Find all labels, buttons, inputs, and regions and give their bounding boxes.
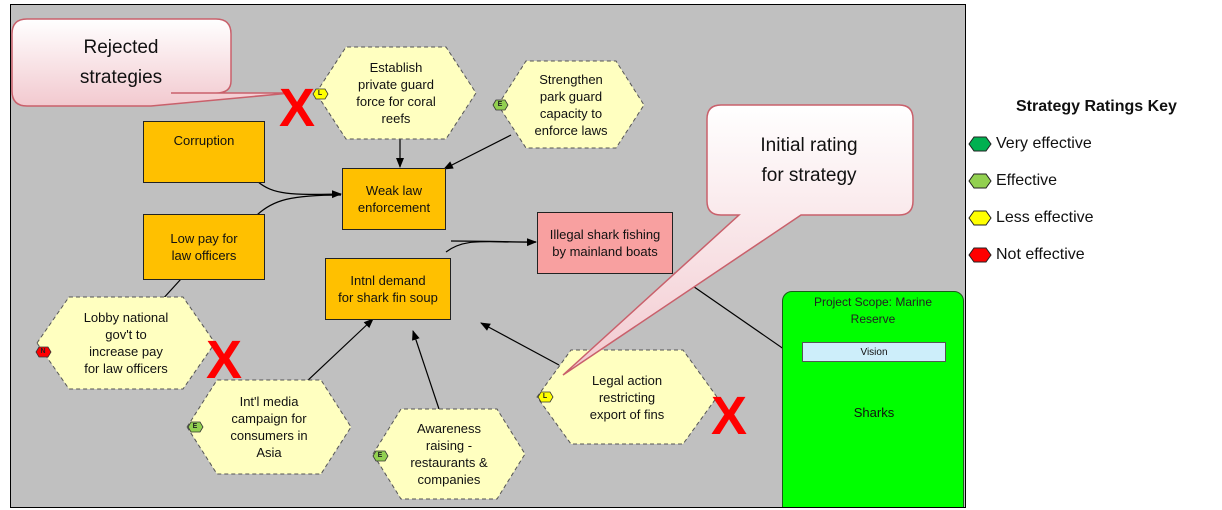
link-legal-demand <box>480 322 560 366</box>
rating-badge-park-guard <box>492 99 509 111</box>
rating-letter-park-guard: E <box>497 101 503 108</box>
target-sharks[interactable]: Sharks <box>853 404 895 420</box>
factor-weak-law-enforcement[interactable]: Weak law enforcement <box>342 168 446 230</box>
project-scope-box[interactable]: Project Scope: Marine Reserve Vision Sha… <box>782 291 964 507</box>
strategy-private-guard[interactable]: Establish private guard force for coral … <box>356 60 436 126</box>
link-weaklaw-illegal <box>445 238 537 253</box>
rating-letter-awareness: E <box>377 452 383 459</box>
callout-rejected-shape <box>11 18 292 107</box>
callout-initial-text: Initial rating for strategy <box>760 135 858 186</box>
rating-letter-lobby: N <box>40 348 46 355</box>
callout-rejected-text: Rejected strategies <box>79 37 163 88</box>
rating-badge-legal <box>537 391 554 403</box>
factor-low-pay[interactable]: Low pay for law officers <box>143 214 265 280</box>
strategy-awareness[interactable]: Awareness raising - restaurants & compan… <box>410 421 488 487</box>
hex-lobby <box>36 296 216 390</box>
rating-badge-lobby <box>35 346 52 358</box>
effective-hex-icon <box>968 173 992 189</box>
not-effective-hex-icon <box>968 247 992 263</box>
rating-letter-private-guard: L <box>317 90 323 97</box>
hex-awareness <box>372 408 526 500</box>
link-parkguard-weaklaw <box>443 134 512 170</box>
factor-illegal-shark-fishing[interactable]: Illegal shark fishing by mainland boats <box>537 212 673 274</box>
less-effective-hex-icon <box>968 210 992 226</box>
key-label: Effective <box>996 172 1058 189</box>
key-label: Not effective <box>996 246 1085 263</box>
callout-initial-shape <box>562 104 914 376</box>
diagram-canvas: Corruption Weak law enforcement Low pay … <box>10 4 966 508</box>
project-scope-title: Project Scope: Marine Reserve <box>813 295 933 326</box>
strategy-ratings-key: Strategy Ratings Key Very effective Effe… <box>968 98 1222 278</box>
hex-private-guard <box>315 46 477 140</box>
strategy-park-guard[interactable]: Strengthen park guard capacity to enforc… <box>534 71 608 138</box>
key-row-effective: Effective <box>968 169 1057 193</box>
factor-corruption[interactable]: Corruption <box>143 121 265 183</box>
hex-media <box>186 379 352 475</box>
hex-legal <box>536 349 718 445</box>
rating-badge-awareness <box>372 450 389 462</box>
vision-box[interactable]: Vision <box>802 342 946 362</box>
reject-mark-private-guard: X <box>279 78 316 138</box>
rating-letter-legal: L <box>542 393 548 400</box>
strategy-media[interactable]: Int'l media campaign for consumers in As… <box>230 394 308 460</box>
rating-letter-media: E <box>192 423 198 430</box>
very-effective-hex-icon <box>968 136 992 152</box>
strategy-lobby[interactable]: Lobby national gov't to increase pay for… <box>83 310 169 376</box>
reject-mark-legal: X <box>711 386 748 446</box>
reject-mark-lobby: X <box>206 330 243 390</box>
key-label: Less effective <box>996 209 1094 226</box>
link-lowpay-weaklaw <box>256 194 342 216</box>
key-label: Very effective <box>996 135 1092 152</box>
key-row-not-effective: Not effective <box>968 243 1085 267</box>
key-row-very-effective: Very effective <box>968 132 1092 156</box>
rating-badge-media <box>187 421 204 433</box>
strategy-legal[interactable]: Legal action restricting export of fins <box>589 372 665 422</box>
link-corruption-weaklaw <box>256 180 342 199</box>
key-title: Strategy Ratings Key <box>1016 98 1177 115</box>
rating-badge-private-guard <box>312 88 329 100</box>
link-awareness-demand <box>412 330 440 410</box>
factor-intl-demand[interactable]: Intnl demand for shark fin soup <box>325 258 451 320</box>
diagram-shapes <box>11 18 934 500</box>
link-demand-illegal <box>450 240 537 243</box>
link-media-demand <box>304 318 374 384</box>
hex-park-guard <box>497 60 645 149</box>
key-row-less-effective: Less effective <box>968 206 1094 230</box>
